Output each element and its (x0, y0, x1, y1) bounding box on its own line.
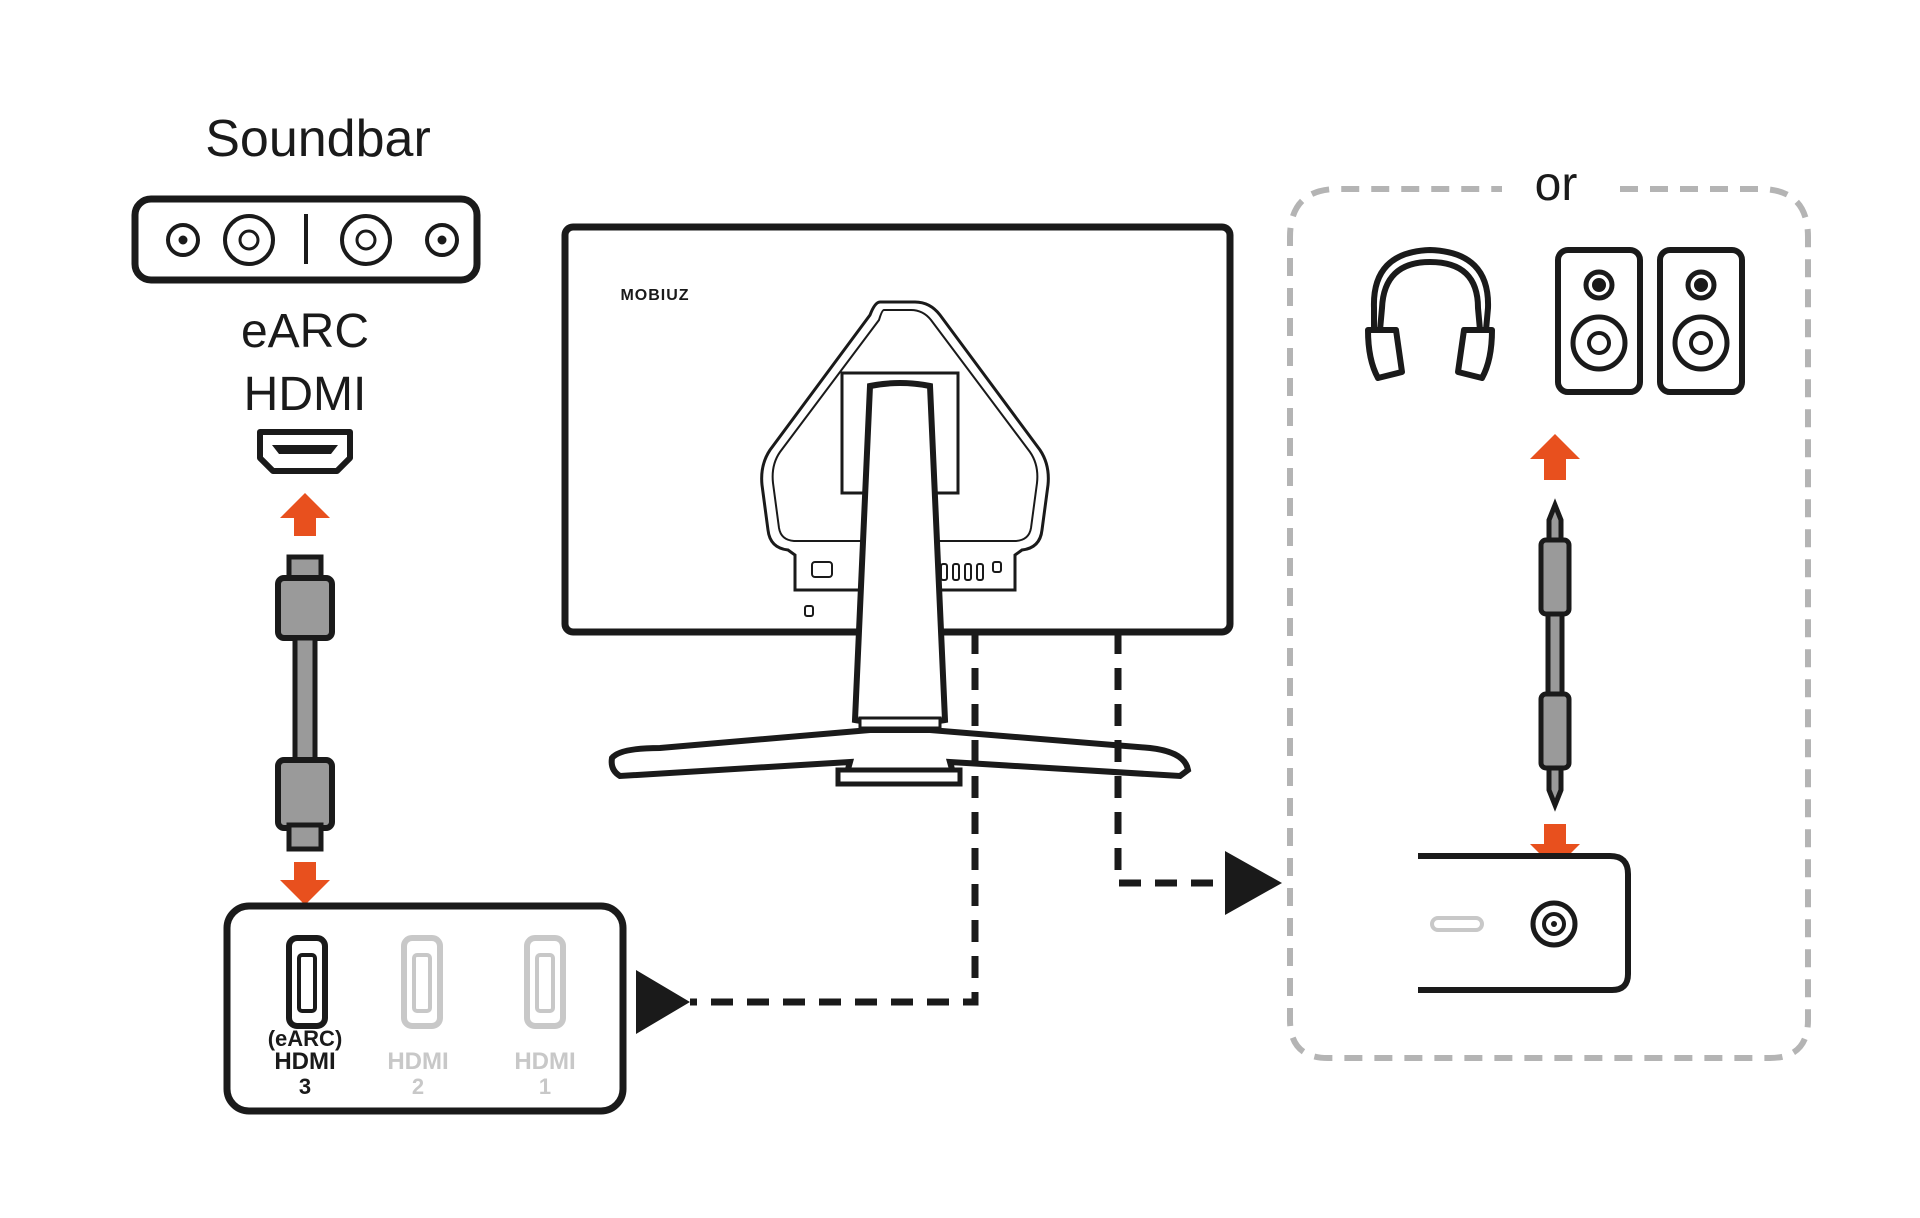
hdmi-port-2-name: HDMI (387, 1048, 448, 1075)
arrow-down-icon (280, 862, 330, 905)
audio-plug-bottom (1538, 691, 1572, 771)
hdmi-port-3-number: 3 (299, 1074, 311, 1099)
hdmi-port-3-inner-icon (297, 953, 317, 1013)
audio-jack-tip-top (1546, 498, 1564, 543)
stand-foot (835, 767, 963, 787)
port-icon (976, 563, 984, 581)
hdmi-port-2-inner-icon (412, 953, 432, 1013)
audio-plug-top (1538, 537, 1572, 617)
power-socket-icon (811, 561, 833, 578)
audio-port-panel-frame (1418, 853, 1631, 993)
arrow-up-icon (1530, 434, 1580, 480)
audio-cable (1538, 498, 1572, 812)
port-icon (964, 563, 972, 581)
hdmi-port-1: HDMI 1 (514, 935, 576, 1099)
soundbar-port-label-earc: eARC (241, 305, 369, 358)
audio-jack-center-icon (1551, 921, 1557, 927)
audio-wire (1545, 611, 1565, 697)
cable-plug-top (275, 575, 335, 641)
hdmi-port-panel: (eARC) HDMI 3 HDMI 2 HDMI 1 (223, 902, 627, 1115)
monitor-back-housing-inner (771, 309, 1039, 542)
speakers-icon (1555, 247, 1745, 395)
hdmi-port-3: (eARC) HDMI 3 (268, 935, 343, 1099)
cable-connector-bottom (286, 822, 324, 852)
hdmi-port-1-number: 1 (539, 1074, 551, 1099)
soundbar-title: Soundbar (205, 110, 431, 168)
hdmi-port-2-number: 2 (412, 1074, 424, 1099)
audio-output-alternatives: or (1287, 158, 1811, 1061)
soundbar-port-label-hdmi: HDMI (244, 368, 367, 421)
monitor-audio-port-panel (1418, 853, 1631, 993)
arrow-right-icon (1225, 851, 1282, 915)
or-label-backdrop (1502, 165, 1610, 215)
cable-wire (292, 635, 318, 763)
monitor-stand-base (608, 727, 1192, 783)
hdmi-port-inner-icon (272, 445, 338, 454)
arrow-down-icon (1530, 824, 1580, 869)
rear-io-panel (804, 561, 1002, 617)
hdmi-port-3-tag: (eARC) (268, 1026, 343, 1051)
soundbar-speaker-icon (166, 214, 459, 266)
monitor-stand-neck (851, 380, 949, 727)
port-icon (952, 563, 960, 581)
connection-lines (690, 632, 1225, 1006)
hdmi-port-2: HDMI 2 (387, 935, 449, 1099)
dashed-line-to-audio-out (1114, 632, 1225, 887)
lock-slot-icon (804, 605, 814, 617)
or-label: or (1535, 158, 1578, 211)
arrow-up-icon (280, 493, 330, 536)
soundbar: Soundbar eARC HDMI (131, 110, 481, 474)
dashed-line-to-hdmi-panel (690, 632, 979, 1006)
hdmi-port-1-inner-icon (535, 953, 555, 1013)
arrow-left-icon (636, 970, 690, 1034)
hdmi-port-3-name: HDMI (274, 1048, 335, 1075)
cable-plug-bottom (275, 757, 335, 831)
usb-port-icon (1430, 916, 1484, 932)
hdmi-port-1-name: HDMI (514, 1048, 575, 1075)
port-icon (992, 561, 1002, 573)
headphones-icon (1365, 247, 1495, 381)
stand-hinge (858, 716, 942, 730)
audio-jack-tip-bottom (1546, 765, 1564, 812)
monitor: MOBIUZ (561, 223, 1234, 787)
hdmi-cable (275, 493, 335, 905)
dashed-frame (1287, 186, 1811, 1061)
monitor-logo: MOBIUZ (620, 287, 689, 304)
